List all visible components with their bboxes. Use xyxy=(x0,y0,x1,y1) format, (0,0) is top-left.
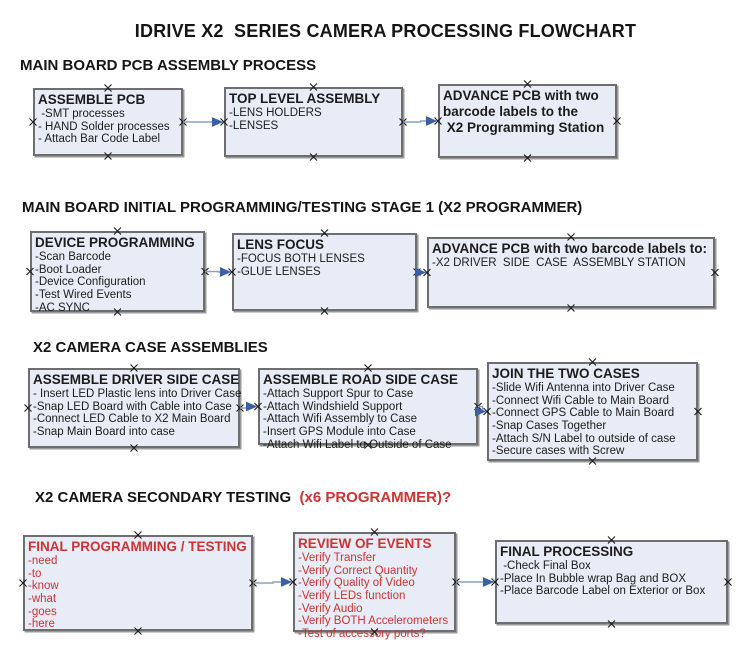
box-item: -goes xyxy=(28,605,57,618)
box-item: - HAND Solder processes xyxy=(38,120,170,133)
section-title-text: X2 CAMERA SECONDARY TESTING xyxy=(35,489,292,506)
section-title-pcb-assembly: MAIN BOARD PCB ASSEMBLY PROCESS xyxy=(20,57,317,74)
box-item: -Attach Support Spur to Case xyxy=(263,388,414,401)
box-item: -Attach Wifi Label to Outside of Case xyxy=(263,438,452,451)
box-item: -Verify Quality of Video xyxy=(298,577,415,590)
box-item: -Connect GPS Cable to Main Board xyxy=(492,407,675,420)
box-item: -Boot Loader xyxy=(35,263,102,276)
box-item: -Attach Wifi Assembly to Case xyxy=(263,413,418,426)
section-title-initial-programming: MAIN BOARD INITIAL PROGRAMMING/TESTING S… xyxy=(22,199,583,216)
process-box-review-of-events: REVIEW OF EVENTS -Verify Transfer -Verif… xyxy=(293,532,456,640)
box-item: -SMT processes xyxy=(38,108,125,121)
box-item: -FOCUS BOTH LENSES xyxy=(237,253,365,266)
box-item: -need xyxy=(28,555,58,568)
box-item: -what xyxy=(28,592,57,605)
box-item: -Verify LEDs function xyxy=(298,589,406,602)
box-item: -Check Final Box xyxy=(500,560,591,573)
section-title-case-assemblies: X2 CAMERA CASE ASSEMBLIES xyxy=(33,339,268,356)
connection-arrow xyxy=(240,401,258,412)
connection-arrow xyxy=(205,267,232,277)
box-item: -Snap LED Board with Cable into Case xyxy=(33,400,232,413)
box-title: FINAL PROGRAMMING / TESTING xyxy=(28,539,247,554)
process-box-final-processing: FINAL PROCESSING -Check Final Box -Place… xyxy=(495,540,728,624)
box-item: -X2 DRIVER SIDE CASE ASSEMBLY STATION xyxy=(432,257,686,270)
box-item: -Verify Audio xyxy=(298,602,363,615)
box-item: -Verify Transfer xyxy=(298,552,376,565)
box-item: -Verify Correct Quantity xyxy=(298,564,418,577)
box-title: JOIN THE TWO CASES xyxy=(492,366,640,381)
box-title: ASSEMBLE PCB xyxy=(38,92,146,107)
box-title: ASSEMBLE DRIVER SIDE CASE xyxy=(33,372,240,387)
box-title: ADVANCE PCB with two barcode labels to: xyxy=(432,241,708,256)
connection-arrow xyxy=(253,577,293,587)
connection-arrow xyxy=(475,405,487,417)
flowchart-title: IDRIVE X2 SERIES CAMERA PROCESSING FLOWC… xyxy=(134,21,637,41)
box-item: -Place Barcode Label on Exterior or Box xyxy=(500,585,706,598)
box-item: -here xyxy=(28,618,55,631)
box-item: -Verify BOTH Accelerometers xyxy=(298,615,449,628)
box-item: -Slide Wifi Antenna into Driver Case xyxy=(492,382,675,395)
box-item: -Test Wired Events xyxy=(35,288,132,301)
process-box-lens-focus: LENS FOCUS -FOCUS BOTH LENSES -GLUE LENS… xyxy=(232,233,417,311)
box-item: -Attach S/N Label to outside of case xyxy=(492,432,676,445)
process-box-top-level-assembly: TOP LEVEL ASSEMBLY -LENS HOLDERS -LENSES xyxy=(224,87,403,157)
box-item: -LENS HOLDERS xyxy=(229,107,322,120)
box-item: -Snap Main Board into case xyxy=(33,425,175,438)
box-item: -Secure cases with Screw xyxy=(492,445,625,458)
box-title: LENS FOCUS xyxy=(237,237,325,252)
box-item: -GLUE LENSES xyxy=(237,265,321,278)
box-title: TOP LEVEL ASSEMBLY xyxy=(229,91,381,106)
box-item: -Connect Wifi Cable to Main Board xyxy=(492,394,670,407)
box-title: DEVICE PROGRAMMING xyxy=(35,235,195,250)
box-item: -LENSES xyxy=(229,119,279,132)
box-item: - Insert LED Plastic lens into Driver Ca… xyxy=(33,388,242,401)
box-item: -AC SYNC xyxy=(35,301,90,314)
process-box-final-programming-testing: FINAL PROGRAMMING / TESTING -need -to -k… xyxy=(23,535,253,631)
box-item: -Device Configuration xyxy=(35,276,146,289)
box-item: -to xyxy=(28,567,42,580)
section-title-suffix: (x6 PROGRAMMER)? xyxy=(291,489,452,506)
process-box-assemble-road-side-case: ASSEMBLE ROAD SIDE CASE -Attach Support … xyxy=(258,368,478,451)
section-title-secondary-testing: X2 CAMERA SECONDARY TESTING (x6 PROGRAMM… xyxy=(35,489,451,506)
box-title: REVIEW OF EVENTS xyxy=(298,536,432,551)
process-box-join-the-two-cases: JOIN THE TWO CASES -Slide Wifi Antenna i… xyxy=(487,362,698,461)
process-box-advance-pcb-programming-station: ADVANCE PCB with two barcode labels to t… xyxy=(438,84,617,158)
process-box-assemble-driver-side-case: ASSEMBLE DRIVER SIDE CASE - Insert LED P… xyxy=(28,368,242,448)
box-title: FINAL PROCESSING xyxy=(500,544,634,559)
box-item: -Attach Windshield Support xyxy=(263,400,403,413)
box-item: -Insert GPS Module into Case xyxy=(263,425,416,438)
connection-arrow xyxy=(415,267,427,278)
process-box-advance-pcb-assembly-station: ADVANCE PCB with two barcode labels to: … xyxy=(427,237,715,308)
box-item: -Snap Cases Together xyxy=(492,419,607,432)
box-item: -Place In Bubble wrap Bag and BOX xyxy=(500,572,687,585)
connection-arrow xyxy=(403,116,438,126)
process-box-assemble-pcb: ASSEMBLE PCB -SMT processes - HAND Solde… xyxy=(33,88,183,156)
box-item: -Connect LED Cable to X2 Main Board xyxy=(33,413,231,426)
box-title: ASSEMBLE ROAD SIDE CASE xyxy=(263,372,459,387)
box-item: - Attach Bar Code Label xyxy=(38,133,161,146)
box-title: ADVANCE PCB with two barcode labels to t… xyxy=(443,88,605,136)
box-item: -Test of accessory ports? xyxy=(298,627,426,640)
process-box-device-programming: DEVICE PROGRAMMING -Scan Barcode -Boot L… xyxy=(30,231,205,314)
box-item: -Scan Barcode xyxy=(35,251,112,264)
box-item: -know xyxy=(28,580,59,593)
